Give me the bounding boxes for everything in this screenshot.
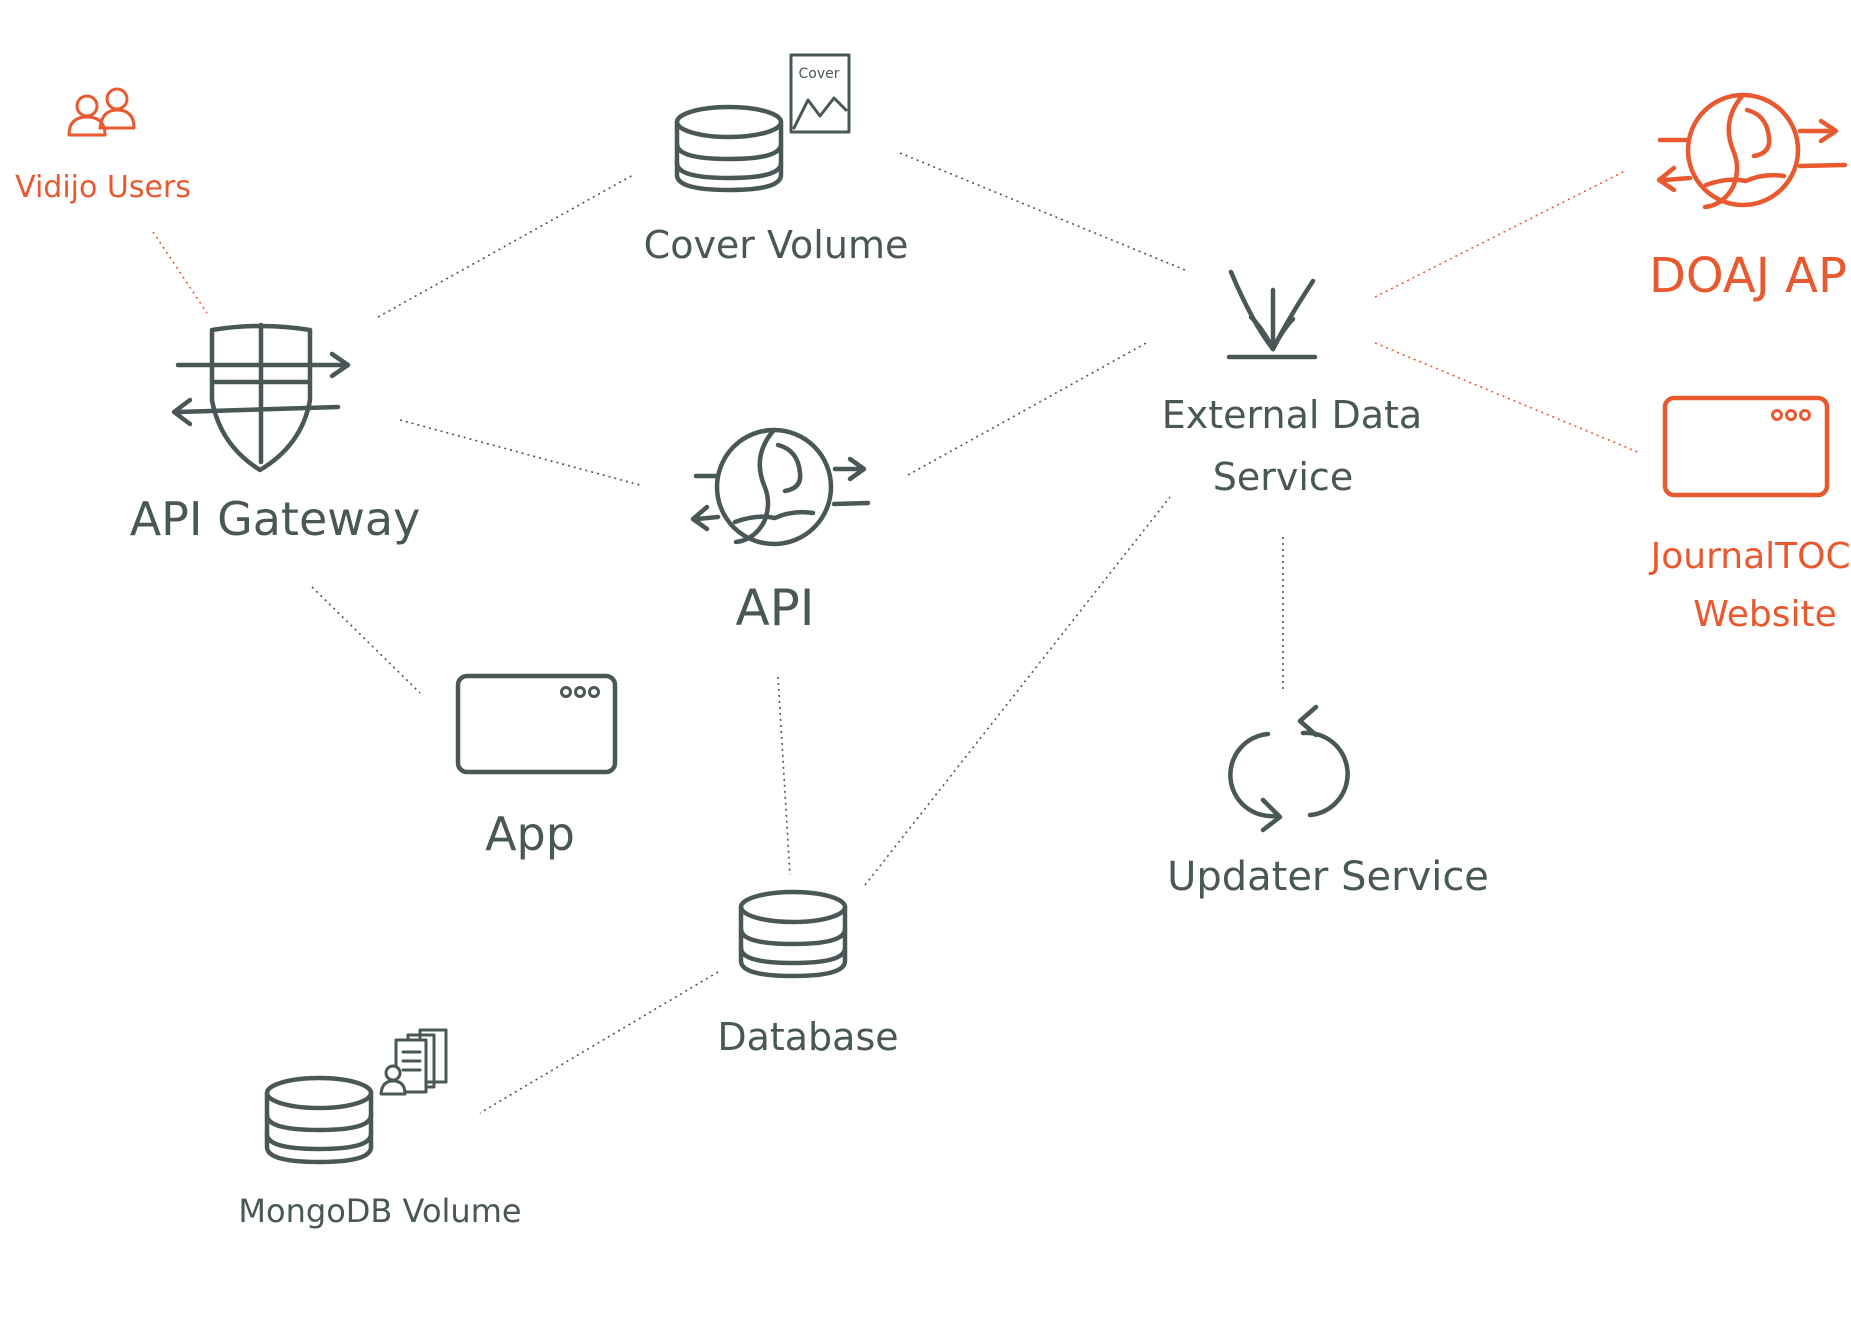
users-icon [67,87,136,137]
connectors [152,152,1641,1114]
node-api[interactable]: API [690,427,871,637]
journaltocs-website-label-line1: JournalTOCs [1649,536,1851,577]
cover-badge-text: Cover [799,66,840,82]
api-gateway-label: API Gateway [130,492,421,546]
edge-external-doaj [1374,169,1628,298]
mongodb-volume-label: MongoDB Volume [238,1192,521,1230]
node-external-data-service[interactable]: External Data Service [1162,269,1422,499]
documents-user-icon [379,1028,448,1096]
doaj-api-label: DOAJ API [1649,248,1851,304]
database-icon [674,104,784,193]
edge-gateway-app [311,586,421,694]
node-database[interactable]: Database [717,889,899,1059]
node-updater-service[interactable]: Updater Service [1167,704,1489,900]
shield-arrows-icon [171,322,351,473]
edge-gateway-api [399,419,641,486]
database-icon [738,889,848,979]
globe-arrows-icon [1656,92,1848,210]
node-vidijo-users[interactable]: Vidijo Users [15,87,191,205]
edge-api-external [907,341,1149,476]
edge-cover-volume-external [899,152,1186,271]
browser-window-icon [1662,395,1830,498]
external-data-service-label-line2: Service [1213,455,1353,499]
edge-database-external [864,496,1171,886]
edge-users-gateway [152,231,208,314]
node-cover-volume[interactable]: Cover Cover Volume [644,53,909,267]
app-label: App [485,807,575,861]
download-arrow-icon [1226,269,1318,360]
journaltocs-website-label-line2: Website [1693,594,1837,635]
vidijo-users-label: Vidijo Users [15,170,191,205]
refresh-icon [1228,704,1350,833]
api-label: API [735,579,814,637]
node-api-gateway[interactable]: API Gateway [130,322,421,546]
browser-window-icon [455,673,618,775]
cover-image-icon: Cover [789,53,851,134]
node-journaltocs-website[interactable]: JournalTOCs Website [1649,395,1851,635]
edge-gateway-cover-volume [377,174,634,318]
database-label: Database [717,1015,898,1059]
node-mongodb-volume[interactable]: MongoDB Volume [238,1028,522,1230]
globe-arrows-icon [690,427,871,547]
edge-database-mongodb-volume [479,971,719,1114]
node-doaj-api[interactable]: DOAJ API [1649,92,1851,304]
database-icon [264,1075,374,1165]
edge-api-database [777,676,791,876]
updater-service-label: Updater Service [1167,854,1489,900]
external-data-service-label-line1: External Data [1162,393,1422,437]
node-app[interactable]: App [455,673,618,861]
cover-volume-label: Cover Volume [644,223,909,267]
